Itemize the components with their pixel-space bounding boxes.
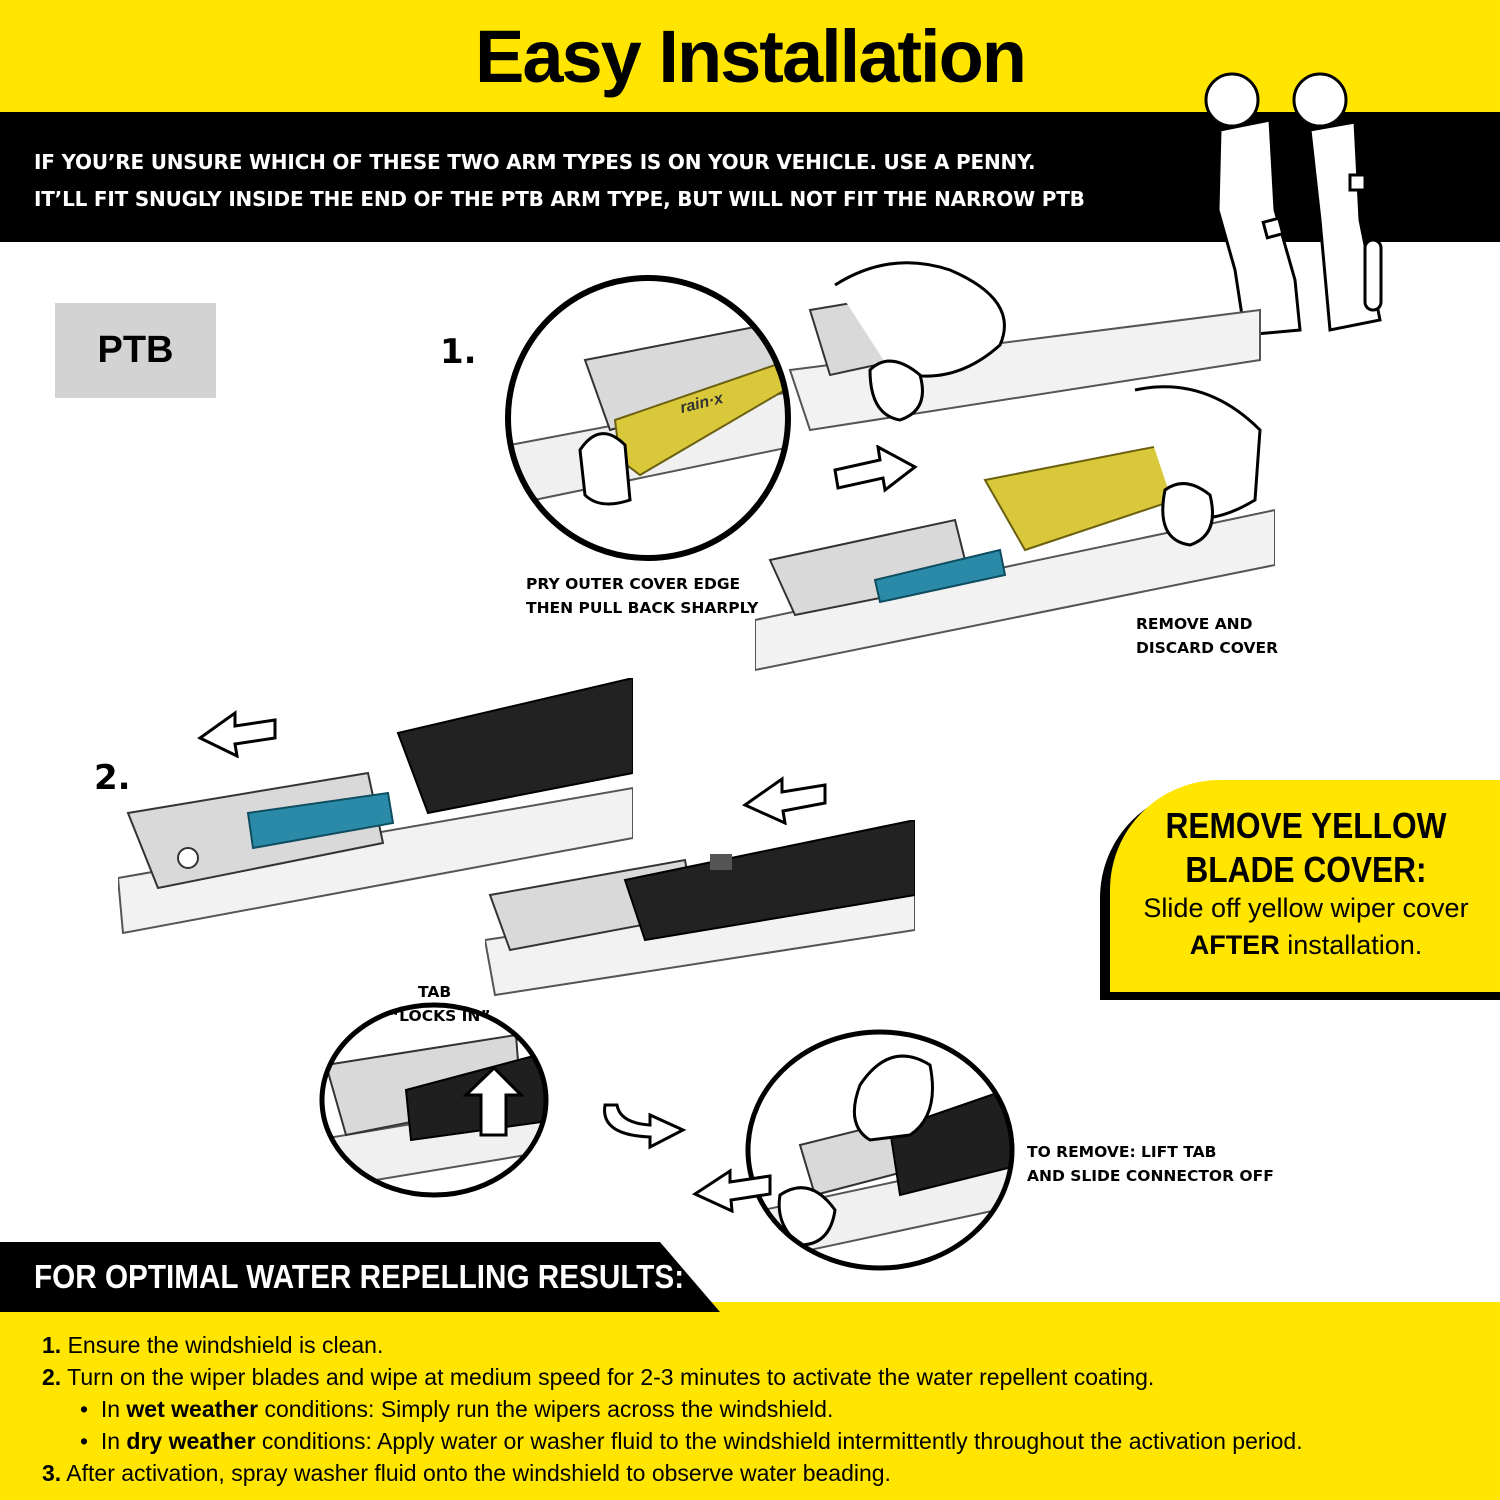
arm-slot-shape	[1363, 238, 1383, 312]
step-1-number: 1.	[440, 332, 477, 372]
instruction-1: 1. Ensure the windshield is clean.	[42, 1332, 384, 1358]
instructions-band	[0, 1302, 1500, 1500]
tab-label-line-1: TAB	[418, 983, 452, 1001]
step-1-blade-illustration	[788, 261, 1261, 432]
remove-cover-card	[1110, 780, 1500, 992]
blade-rail-shape	[118, 786, 633, 935]
up-arrow-icon	[462, 1065, 525, 1137]
left-arrow-icon	[691, 1168, 772, 1213]
step-1-removed-illustration	[755, 385, 1275, 672]
hand-shape	[834, 261, 1006, 378]
instructions-heading-band	[0, 1242, 720, 1312]
step-2-number: 2.	[94, 758, 131, 798]
arm-type-label: PTB	[55, 303, 216, 398]
card-body: Slide off yellow wiper cover AFTER insta…	[1143, 893, 1469, 960]
curved-arrow-icon	[603, 1103, 687, 1150]
thumb-shape	[578, 432, 632, 506]
wiper-arm-shape	[396, 678, 633, 815]
instruction-3: 3. After activation, spray washer fluid …	[42, 1460, 891, 1486]
tab-label-line-2: “LOCKS IN”	[389, 1007, 491, 1025]
info-line-1: IF YOU’RE UNSURE WHICH OF THESE TWO ARM …	[34, 150, 1036, 174]
narrow-ptb-arm-shape	[1308, 120, 1382, 332]
teal-adapter-shape	[873, 548, 1007, 604]
step-1-zoom-illustration	[505, 275, 791, 561]
arm-slot-shape	[1348, 173, 1367, 192]
thumb-shape	[868, 359, 924, 422]
instruction-2: 2. Turn on the wiper blades and wipe at …	[42, 1364, 1155, 1390]
card-title: REMOVE YELLOW BLADE COVER:	[1165, 805, 1447, 890]
thumb-shape	[1161, 482, 1214, 547]
step-2-blade-illustration	[118, 678, 633, 935]
info-line-2: IT’LL FIT SNUGLY INSIDE THE END OF THE P…	[34, 187, 1085, 211]
hand-shape	[852, 1054, 934, 1142]
thumb-shape	[777, 1186, 837, 1247]
remove-zoom-illustration	[745, 1029, 1015, 1271]
arm-types-illustration	[1204, 72, 1383, 337]
tab-zoom-illustration	[319, 1002, 549, 1198]
remove-caption-line-2: AND SLIDE CONNECTOR OFF	[1027, 1167, 1274, 1185]
left-arrow-icon	[197, 710, 277, 758]
wiper-arm-shape	[623, 820, 915, 942]
remove-caption-line-1: TO REMOVE: LIFT TAB	[1027, 1143, 1217, 1161]
blade-rail-shape	[755, 508, 1275, 672]
left-arrow-icon	[741, 776, 827, 825]
arm-slot-shape	[1261, 216, 1285, 240]
caption-remove-line-2: DISCARD COVER	[1136, 639, 1279, 657]
caption-pry-line-2: THEN PULL BACK SHARPLY	[526, 599, 759, 617]
teal-adapter-shape	[246, 791, 395, 850]
penny-icon	[1204, 72, 1260, 128]
caption-pry-line-1: PRY OUTER COVER EDGE	[526, 575, 741, 593]
step-2-connected-illustration	[485, 820, 915, 997]
wiper-arm-shape	[888, 1083, 1012, 1197]
page-title: Easy Installation	[475, 15, 1027, 98]
penny-icon	[1292, 72, 1348, 128]
instructions-heading: FOR OPTIMAL WATER REPELLING RESULTS:	[34, 1258, 685, 1295]
instruction-bullet-wet: • In wet weather conditions: Simply run …	[80, 1396, 834, 1422]
caption-remove-line-1: REMOVE AND	[1136, 615, 1253, 633]
ptb-arm-shape	[1216, 118, 1302, 337]
instruction-bullet-dry: • In dry weather conditions: Apply water…	[80, 1428, 1303, 1454]
right-arrow-icon	[833, 445, 918, 493]
